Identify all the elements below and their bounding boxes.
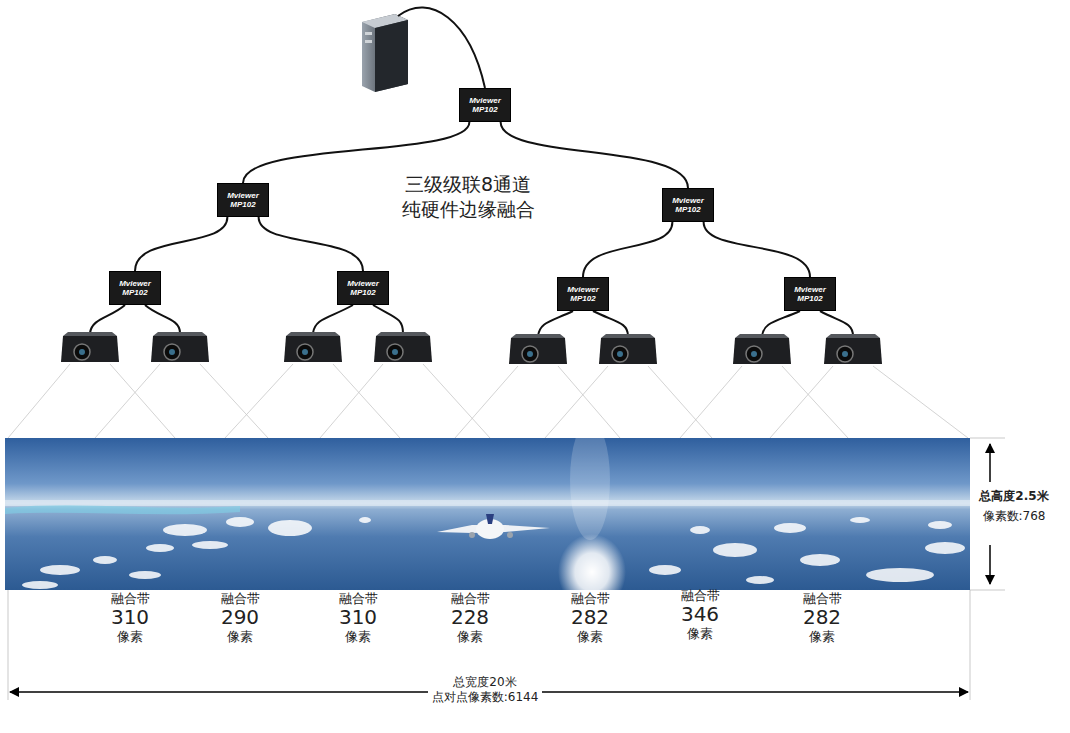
device-name: Mviewer MP102 bbox=[668, 196, 708, 214]
diagram-note: 三级级联8通道 bbox=[405, 174, 531, 195]
dimension-label: 点对点像素数:6144 bbox=[428, 691, 543, 704]
dimension-label: 总高度2.5米 bbox=[979, 490, 1048, 503]
computer-tower bbox=[362, 14, 408, 92]
splitter-box: Mviewer MP102 bbox=[662, 188, 714, 222]
dimension-label: 像素数:768 bbox=[983, 510, 1046, 523]
diagram-note: 纯硬件边缘融合 bbox=[402, 199, 535, 220]
panorama-image bbox=[5, 420, 970, 610]
splitter-box: Mviewer MP102 bbox=[784, 277, 836, 311]
projection-lines bbox=[8, 364, 968, 438]
device-name: Mviewer MP102 bbox=[465, 96, 505, 114]
device-name: Mviewer MP102 bbox=[790, 285, 830, 303]
band-width: 290 bbox=[221, 606, 259, 628]
band-width: 282 bbox=[803, 606, 841, 628]
splitter-box: Mviewer MP102 bbox=[557, 277, 609, 311]
extension-lines bbox=[8, 438, 1005, 700]
band-unit: 像素 bbox=[687, 627, 713, 641]
splitter-box: Mviewer MP102 bbox=[109, 271, 161, 305]
band-unit: 像素 bbox=[809, 630, 835, 644]
splitter-box: Mviewer MP102 bbox=[459, 88, 511, 122]
band-caption: 融合带 bbox=[451, 592, 490, 606]
band-width: 346 bbox=[681, 603, 719, 625]
band-width: 310 bbox=[339, 606, 377, 628]
splitter-box: Mviewer MP102 bbox=[337, 271, 389, 305]
cascade-cable bbox=[135, 217, 227, 271]
cascade-cable bbox=[704, 222, 810, 277]
band-unit: 像素 bbox=[227, 630, 253, 644]
band-width: 282 bbox=[571, 606, 609, 628]
device-name: Mviewer MP102 bbox=[563, 285, 603, 303]
band-width: 310 bbox=[111, 606, 149, 628]
band-caption: 融合带 bbox=[571, 592, 610, 606]
projector-cables bbox=[90, 305, 853, 336]
band-caption: 融合带 bbox=[111, 592, 150, 606]
device-name: Mviewer MP102 bbox=[223, 191, 263, 209]
band-caption: 融合带 bbox=[339, 592, 378, 606]
cascade-cable bbox=[583, 222, 672, 277]
dimension-label: 总宽度20米 bbox=[449, 676, 520, 689]
band-unit: 像素 bbox=[457, 630, 483, 644]
airplane bbox=[437, 514, 550, 539]
band-unit: 像素 bbox=[345, 630, 371, 644]
device-name: Mviewer MP102 bbox=[115, 279, 155, 297]
band-unit: 像素 bbox=[117, 630, 143, 644]
cascade-cable bbox=[259, 217, 363, 271]
splitter-box: Mviewer MP102 bbox=[217, 183, 269, 217]
projectors bbox=[61, 332, 882, 364]
band-caption: 融合带 bbox=[221, 592, 260, 606]
band-caption: 融合带 bbox=[681, 589, 720, 603]
band-caption: 融合带 bbox=[803, 592, 842, 606]
band-width: 228 bbox=[451, 606, 489, 628]
device-name: Mviewer MP102 bbox=[343, 279, 383, 297]
band-unit: 像素 bbox=[577, 630, 603, 644]
cable bbox=[398, 8, 485, 88]
